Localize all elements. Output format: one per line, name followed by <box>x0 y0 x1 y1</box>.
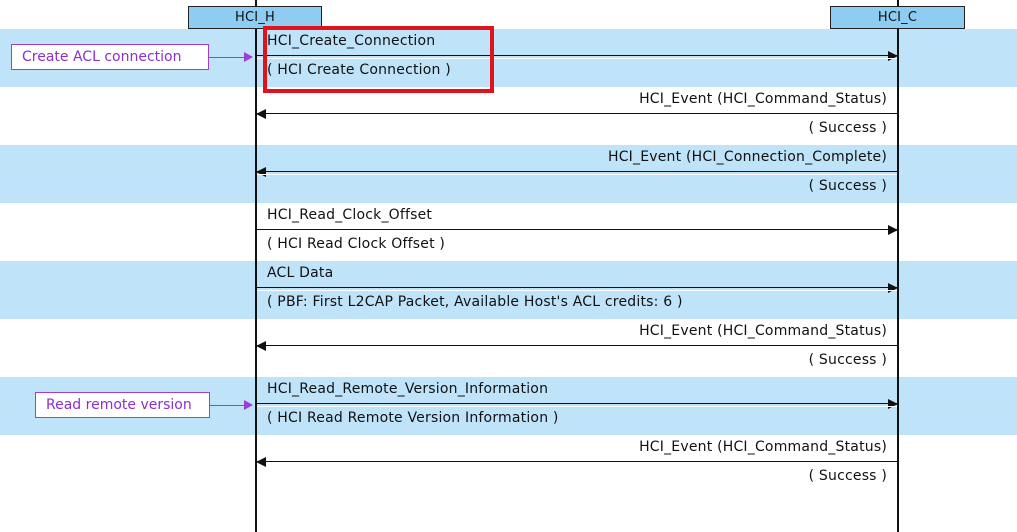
message-detail: ( Success ) <box>808 120 887 136</box>
lifeline-host-header: HCI_H <box>188 6 322 29</box>
row-separator <box>257 58 897 59</box>
arrowhead-icon <box>256 457 266 467</box>
message-detail: ( Success ) <box>808 468 887 484</box>
arrowhead-icon <box>888 51 898 61</box>
message-arrow-line <box>257 287 897 288</box>
message-label: HCI_Read_Clock_Offset <box>267 207 433 223</box>
message-response: HCI_Event (HCI_Connection_Complete) ( Suc… <box>256 145 897 203</box>
message-label: HCI_Event (HCI_Command_Status) <box>639 323 887 339</box>
lifeline-host <box>255 0 257 532</box>
external-arrowhead-icon <box>244 400 253 410</box>
message-label: HCI_Event (HCI_Connection_Complete) <box>607 149 887 165</box>
message-label: HCI_Create_Connection <box>267 33 436 49</box>
message-request: HCI_Read_Clock_Offset ( HCI Read Clock Of… <box>257 203 898 261</box>
message-arrow-line <box>257 461 897 462</box>
message-detail: ( Success ) <box>808 178 887 194</box>
external-action-connector <box>210 405 245 406</box>
message-arrow-line <box>257 345 897 346</box>
message-arrow-line <box>257 229 897 230</box>
arrowhead-icon <box>256 167 266 177</box>
message-request: HCI_Create_Connection ( HCI Create Connec… <box>257 29 898 87</box>
message-detail: ( PBF: First L2CAP Packet, Available Hos… <box>267 294 683 310</box>
row-separator <box>257 174 897 175</box>
external-arrowhead-icon <box>244 52 253 62</box>
message-label: ACL Data <box>267 265 334 281</box>
message-arrow-line <box>257 113 897 114</box>
message-detail: ( HCI Read Clock Offset ) <box>267 236 446 252</box>
message-response: HCI_Event (HCI_Command_Status) ( Success … <box>256 435 897 493</box>
external-action-label: Read remote version <box>35 392 210 418</box>
arrowhead-icon <box>888 399 898 409</box>
lifeline-controller-header: HCI_C <box>830 6 965 29</box>
message-detail: ( HCI Read Remote Version Information ) <box>267 410 559 426</box>
message-request: HCI_Read_Remote_Version_Information ( HCI… <box>257 377 898 435</box>
message-detail: ( HCI Create Connection ) <box>267 62 451 78</box>
message-response: HCI_Event (HCI_Command_Status) ( Success … <box>256 87 897 145</box>
external-action-label: Create ACL connection <box>11 44 209 70</box>
highlight-box <box>263 26 494 93</box>
message-response: HCI_Event (HCI_Command_Status) ( Success … <box>256 319 897 377</box>
message-label: HCI_Event (HCI_Command_Status) <box>639 439 887 455</box>
message-arrow-line <box>257 55 897 56</box>
lifeline-controller <box>897 0 899 532</box>
message-detail: ( Success ) <box>808 352 887 368</box>
message-request: ACL Data ( PBF: First L2CAP Packet, Avail… <box>257 261 898 319</box>
message-label: HCI_Read_Remote_Version_Information <box>267 381 549 397</box>
arrowhead-icon <box>256 341 266 351</box>
arrowhead-icon <box>888 283 898 293</box>
message-arrow-line <box>257 403 897 404</box>
row-separator <box>257 290 897 291</box>
external-action-connector <box>209 57 245 58</box>
message-arrow-line <box>257 171 897 172</box>
arrowhead-icon <box>888 225 898 235</box>
row-separator <box>257 406 897 407</box>
arrowhead-icon <box>256 109 266 119</box>
message-label: HCI_Event (HCI_Command_Status) <box>639 91 887 107</box>
